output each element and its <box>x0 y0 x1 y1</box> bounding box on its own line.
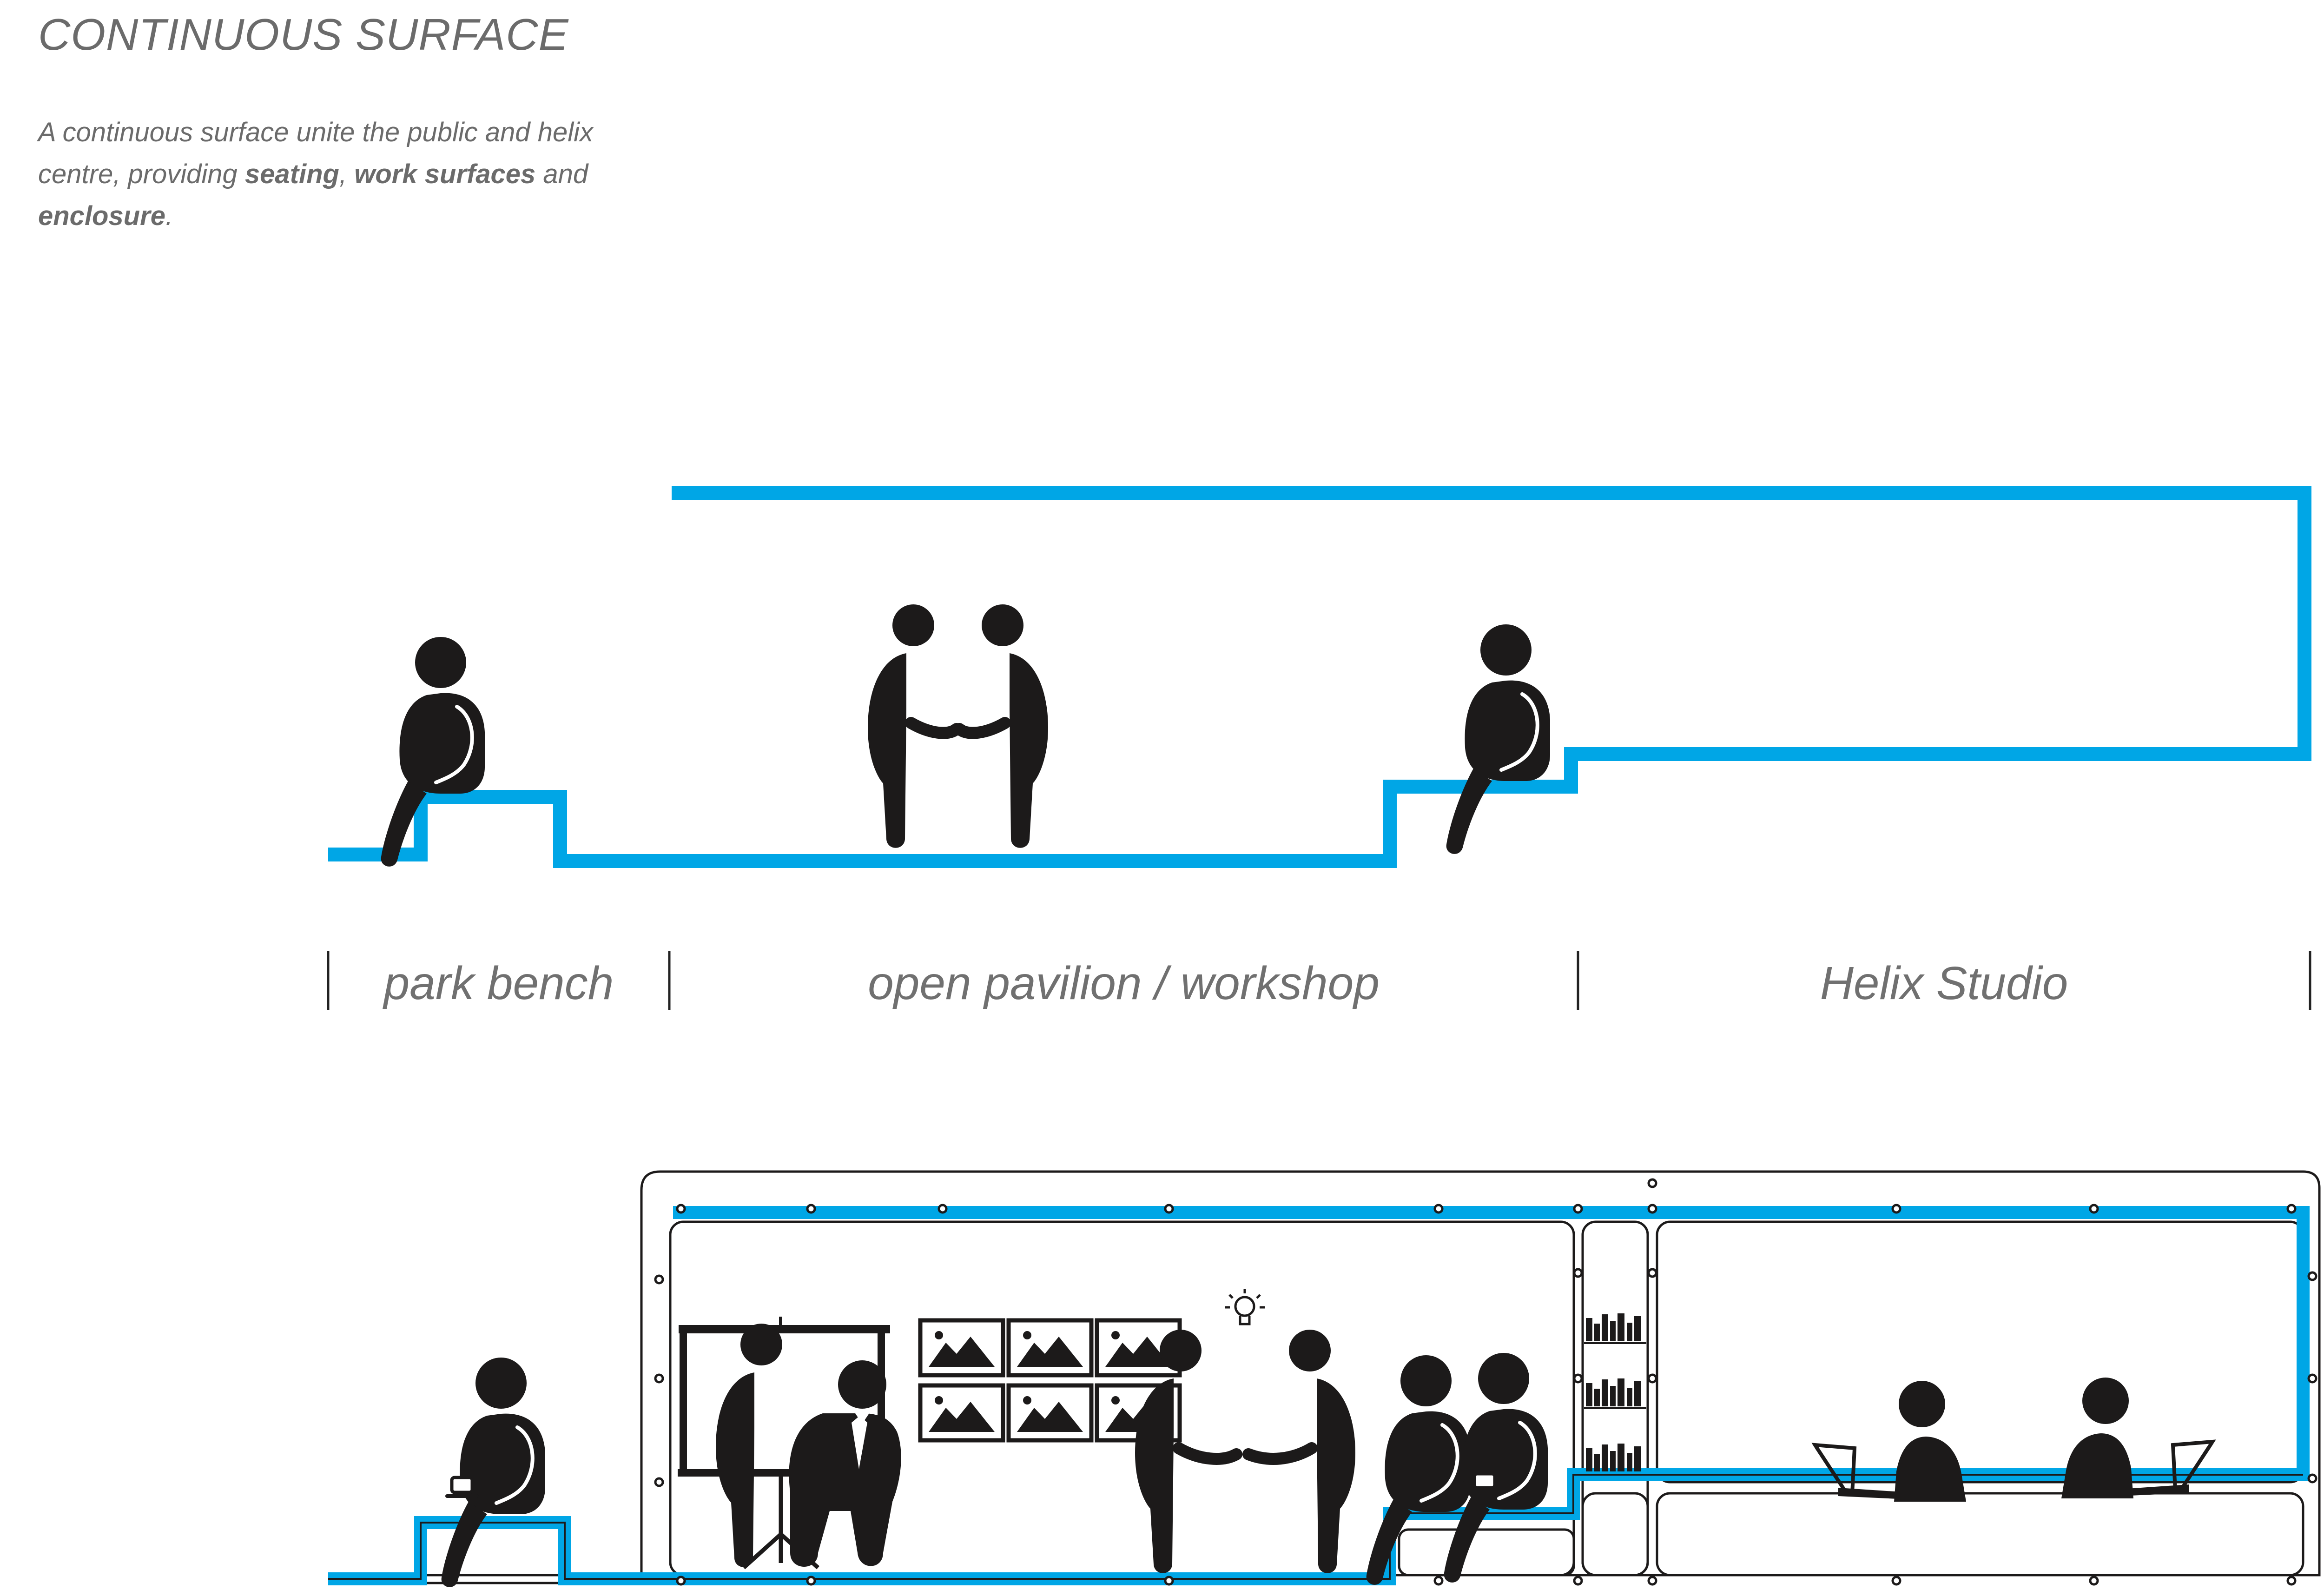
seated-person-icon <box>381 637 485 867</box>
zone-label-park-bench: park bench <box>383 957 614 1009</box>
bookshelf-icon <box>1584 1313 1646 1471</box>
handshake-people-icon <box>1135 1330 1355 1573</box>
coffee-cup-icon <box>1469 1472 1501 1493</box>
desc-seating: seating <box>244 159 339 189</box>
audience-person-icon <box>789 1360 901 1567</box>
seated-person-icon <box>442 1358 545 1587</box>
fixing-points <box>654 1178 2317 1586</box>
diagram-description: A continuous surface unite the public an… <box>38 112 642 237</box>
desc-enclosure: enclosure <box>38 201 165 231</box>
presenter-person-icon <box>716 1324 782 1567</box>
seated-person-icon <box>1446 624 1550 854</box>
lightbulb-icon <box>1225 1289 1265 1325</box>
continuous-surface-line <box>328 486 2311 868</box>
zone-label-open-pavilion: open pavilion / workshop <box>868 957 1380 1009</box>
desc-text: and <box>535 159 588 189</box>
desc-text: A continuous surface unite the public an… <box>38 117 594 189</box>
diagram-title: CONTINUOUS SURFACE <box>38 10 569 60</box>
laptop-user-icon <box>1815 1381 1966 1502</box>
desc-text: , <box>339 159 355 189</box>
desc-text: . <box>165 201 173 231</box>
blue-surface-line-lower <box>328 1206 2310 1585</box>
zone-dividers <box>327 951 2311 1010</box>
coffee-cup-icon <box>445 1476 479 1498</box>
handshake-people-icon <box>868 604 1048 848</box>
zone-label-helix-studio: Helix Studio <box>1820 957 2068 1009</box>
desc-work-surfaces: work surfaces <box>354 159 536 189</box>
